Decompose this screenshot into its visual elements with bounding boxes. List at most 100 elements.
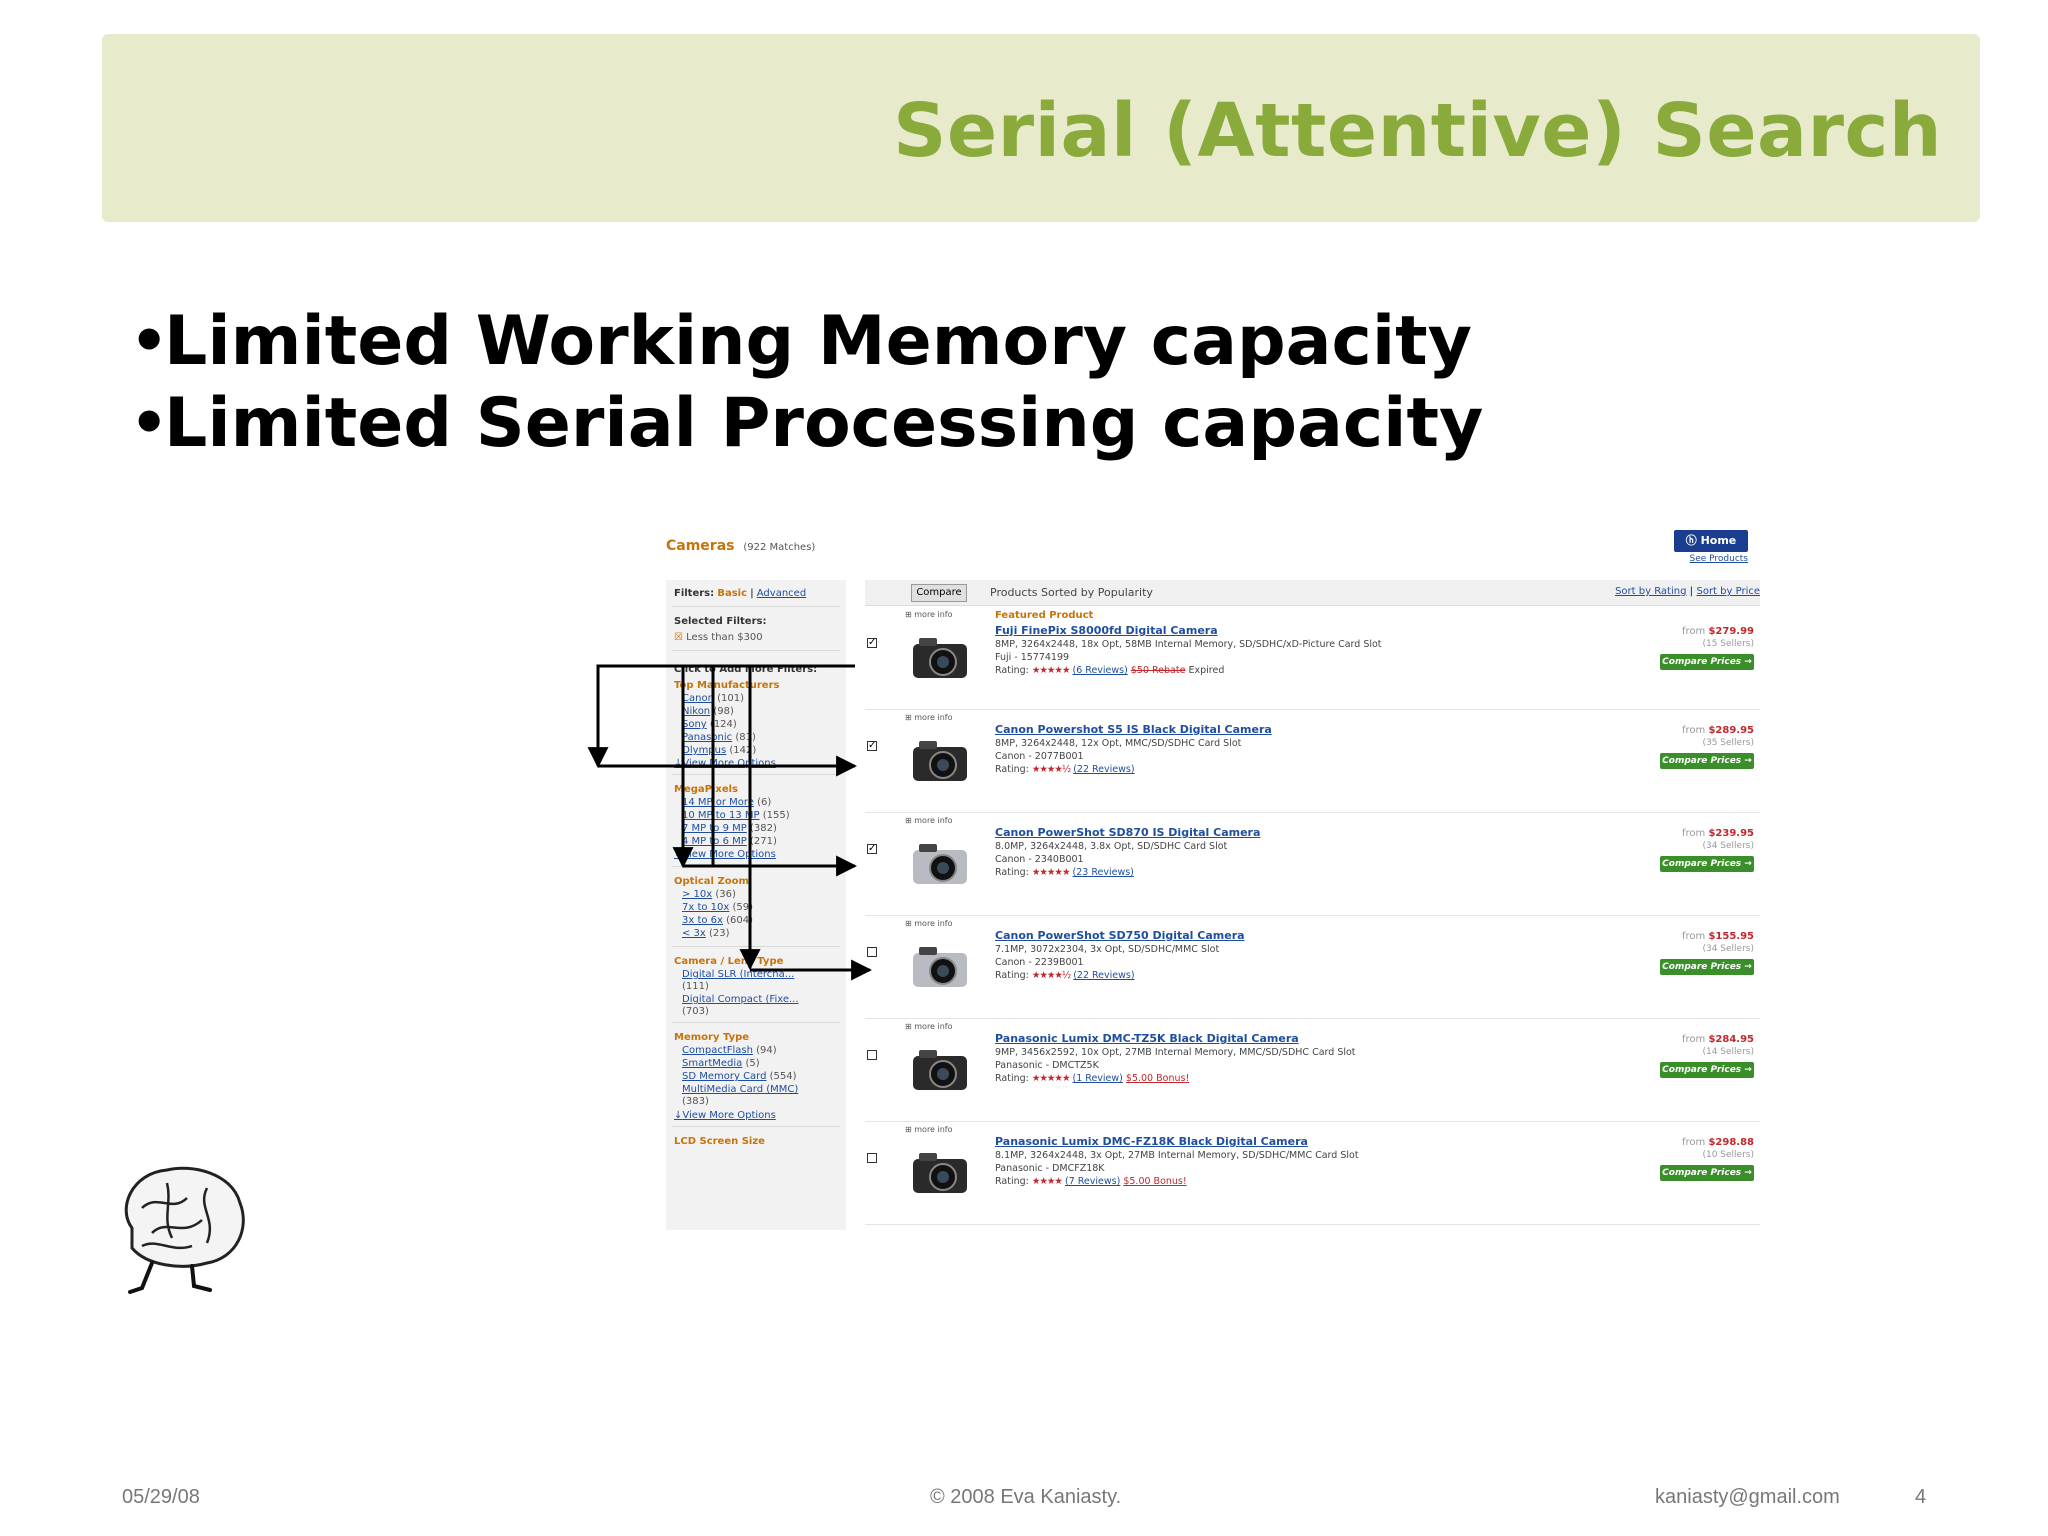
selected-filter-chip[interactable]: ☒ Less than $300 [674, 632, 763, 643]
filter-option-label[interactable]: > 10x [682, 889, 713, 900]
more-info-link[interactable]: ⊞ more info [905, 610, 953, 619]
filter-option[interactable]: Panasonic (81) [682, 732, 756, 743]
view-more-label[interactable]: View More Options [682, 758, 776, 769]
filter-option-label[interactable]: 4 MP to 6 MP [682, 836, 747, 847]
filter-basic-tab[interactable]: Basic [717, 588, 748, 599]
filter-option[interactable]: 7 MP to 9 MP (382) [682, 823, 777, 834]
more-info-link[interactable]: ⊞ more info [905, 1022, 953, 1031]
product-name-link[interactable]: Canon Powershot S5 IS Black Digital Came… [995, 723, 1272, 736]
sort-by-rating-link[interactable]: Sort by Rating [1615, 586, 1687, 597]
compare-prices-button[interactable]: Compare Prices → [1660, 959, 1754, 975]
more-info-label[interactable]: more info [914, 816, 953, 825]
reviews-link[interactable]: (23 Reviews) [1072, 867, 1134, 878]
filter-option[interactable]: > 10x (36) [682, 889, 736, 900]
product-name-link[interactable]: Canon PowerShot SD870 IS Digital Camera [995, 826, 1261, 839]
filter-option-label[interactable]: Sony [682, 719, 707, 730]
view-more-options-link[interactable]: ↓View More Options [674, 1110, 776, 1121]
filter-option-label[interactable]: 3x to 6x [682, 915, 723, 926]
filter-option[interactable]: 10 MP to 13 MP (155) [682, 810, 790, 821]
filter-option[interactable]: 14 MP or More (6) [682, 797, 771, 808]
bullet-list: • Limited Working Memory capacity • Limi… [130, 300, 1483, 464]
filter-option-label[interactable]: MultiMedia Card (MMC) [682, 1084, 799, 1095]
bonus-link[interactable]: $5.00 Bonus! [1123, 1176, 1187, 1187]
filter-option[interactable]: Canon (101) [682, 693, 744, 704]
filter-option-label[interactable]: Digital SLR (Intercha... [682, 969, 795, 980]
camera-thumbnail[interactable] [905, 729, 975, 789]
more-info-link[interactable]: ⊞ more info [905, 919, 953, 928]
sort-by-price-link[interactable]: Sort by Price [1696, 586, 1760, 597]
filter-option-label[interactable]: Olympus [682, 745, 727, 756]
camera-thumbnail[interactable] [905, 832, 975, 892]
more-info-label[interactable]: more info [914, 713, 953, 722]
filter-option-label[interactable]: CompactFlash [682, 1045, 753, 1056]
compare-button[interactable]: Compare [911, 584, 967, 602]
product-name-link[interactable]: Panasonic Lumix DMC-TZ5K Black Digital C… [995, 1032, 1299, 1045]
product-name-link[interactable]: Canon PowerShot SD750 Digital Camera [995, 929, 1245, 942]
filter-option-label[interactable]: 7x to 10x [682, 902, 730, 913]
filter-option[interactable]: 7x to 10x (59) [682, 902, 753, 913]
filter-option-label[interactable]: 7 MP to 9 MP [682, 823, 747, 834]
compare-prices-button[interactable]: Compare Prices → [1660, 654, 1754, 670]
more-info-link[interactable]: ⊞ more info [905, 816, 953, 825]
filter-option[interactable]: Digital SLR (Intercha... [682, 969, 794, 980]
product-name-link[interactable]: Panasonic Lumix DMC-FZ18K Black Digital … [995, 1135, 1308, 1148]
reviews-link[interactable]: (6 Reviews) [1072, 665, 1128, 676]
filter-option-label[interactable]: SD Memory Card [682, 1071, 767, 1082]
filter-option-label[interactable]: 14 MP or More [682, 797, 754, 808]
compare-checkbox[interactable]: ✓ [867, 637, 877, 648]
reviews-link[interactable]: (22 Reviews) [1073, 970, 1135, 981]
filter-advanced-tab[interactable]: Advanced [756, 588, 807, 599]
camera-thumbnail[interactable] [905, 1038, 975, 1098]
filter-option[interactable]: 3x to 6x (604) [682, 915, 753, 926]
compare-checkbox[interactable] [867, 947, 877, 957]
filter-option-label[interactable]: Panasonic [682, 732, 733, 743]
bonus-link[interactable]: $5.00 Bonus! [1125, 1073, 1190, 1084]
filter-option[interactable]: Nikon (98) [682, 706, 734, 717]
hp-home-button[interactable]: ⓗ Home [1674, 530, 1748, 552]
reviews-link[interactable]: (22 Reviews) [1073, 764, 1135, 775]
view-more-label[interactable]: View More Options [682, 849, 776, 860]
compare-prices-button[interactable]: Compare Prices → [1660, 1165, 1754, 1181]
filter-option-label[interactable]: Canon [682, 693, 714, 704]
see-products-link[interactable]: See Products [1689, 554, 1748, 564]
product-name-link[interactable]: Fuji FinePix S8000fd Digital Camera [995, 624, 1218, 637]
camera-thumbnail[interactable] [905, 935, 975, 995]
product-spec: 7.1MP, 3072x2304, 3x Opt, SD/SDHC/MMC Sl… [995, 944, 1220, 955]
filter-option[interactable]: SmartMedia (5) [682, 1058, 760, 1069]
more-info-link[interactable]: ⊞ more info [905, 713, 953, 722]
compare-checkbox[interactable]: ✓ [867, 740, 877, 751]
more-info-label[interactable]: more info [914, 919, 953, 928]
filter-option-label[interactable]: 10 MP to 13 MP [682, 810, 760, 821]
filter-option[interactable]: CompactFlash (94) [682, 1045, 777, 1056]
compare-checkbox[interactable] [867, 1050, 877, 1060]
expand-icon: ⊞ [905, 816, 912, 825]
compare-checkbox[interactable]: ✓ [867, 843, 877, 854]
filter-option[interactable]: < 3x (23) [682, 928, 730, 939]
compare-prices-button[interactable]: Compare Prices → [1660, 856, 1754, 872]
more-info-label[interactable]: more info [914, 1022, 953, 1031]
more-info-label[interactable]: more info [914, 1125, 953, 1134]
remove-filter-icon[interactable]: ☒ [674, 632, 683, 643]
filter-option[interactable]: 4 MP to 6 MP (271) [682, 836, 777, 847]
filter-option[interactable]: Sony (124) [682, 719, 737, 730]
compare-checkbox[interactable] [867, 1153, 877, 1163]
filter-option[interactable]: MultiMedia Card (MMC) [682, 1084, 798, 1095]
compare-prices-button[interactable]: Compare Prices → [1660, 1062, 1754, 1078]
compare-prices-button[interactable]: Compare Prices → [1660, 753, 1754, 769]
filter-option-label[interactable]: SmartMedia [682, 1058, 743, 1069]
filter-option[interactable]: Olympus (142) [682, 745, 756, 756]
camera-thumbnail[interactable] [905, 626, 975, 686]
view-more-options-link[interactable]: ↓View More Options [674, 849, 776, 860]
filter-option-label[interactable]: Nikon [682, 706, 711, 717]
filter-option[interactable]: SD Memory Card (554) [682, 1071, 797, 1082]
view-more-options-link[interactable]: ↓View More Options [674, 758, 776, 769]
view-more-label[interactable]: View More Options [682, 1110, 776, 1121]
more-info-link[interactable]: ⊞ more info [905, 1125, 953, 1134]
reviews-link[interactable]: (7 Reviews) [1064, 1176, 1121, 1187]
filter-option-label[interactable]: < 3x [682, 928, 706, 939]
more-info-label[interactable]: more info [914, 610, 953, 619]
reviews-link[interactable]: (1 Review) [1072, 1073, 1123, 1084]
filter-option-label[interactable]: Digital Compact (Fixe... [682, 994, 799, 1005]
filter-option[interactable]: Digital Compact (Fixe... [682, 994, 799, 1005]
camera-thumbnail[interactable] [905, 1141, 975, 1201]
